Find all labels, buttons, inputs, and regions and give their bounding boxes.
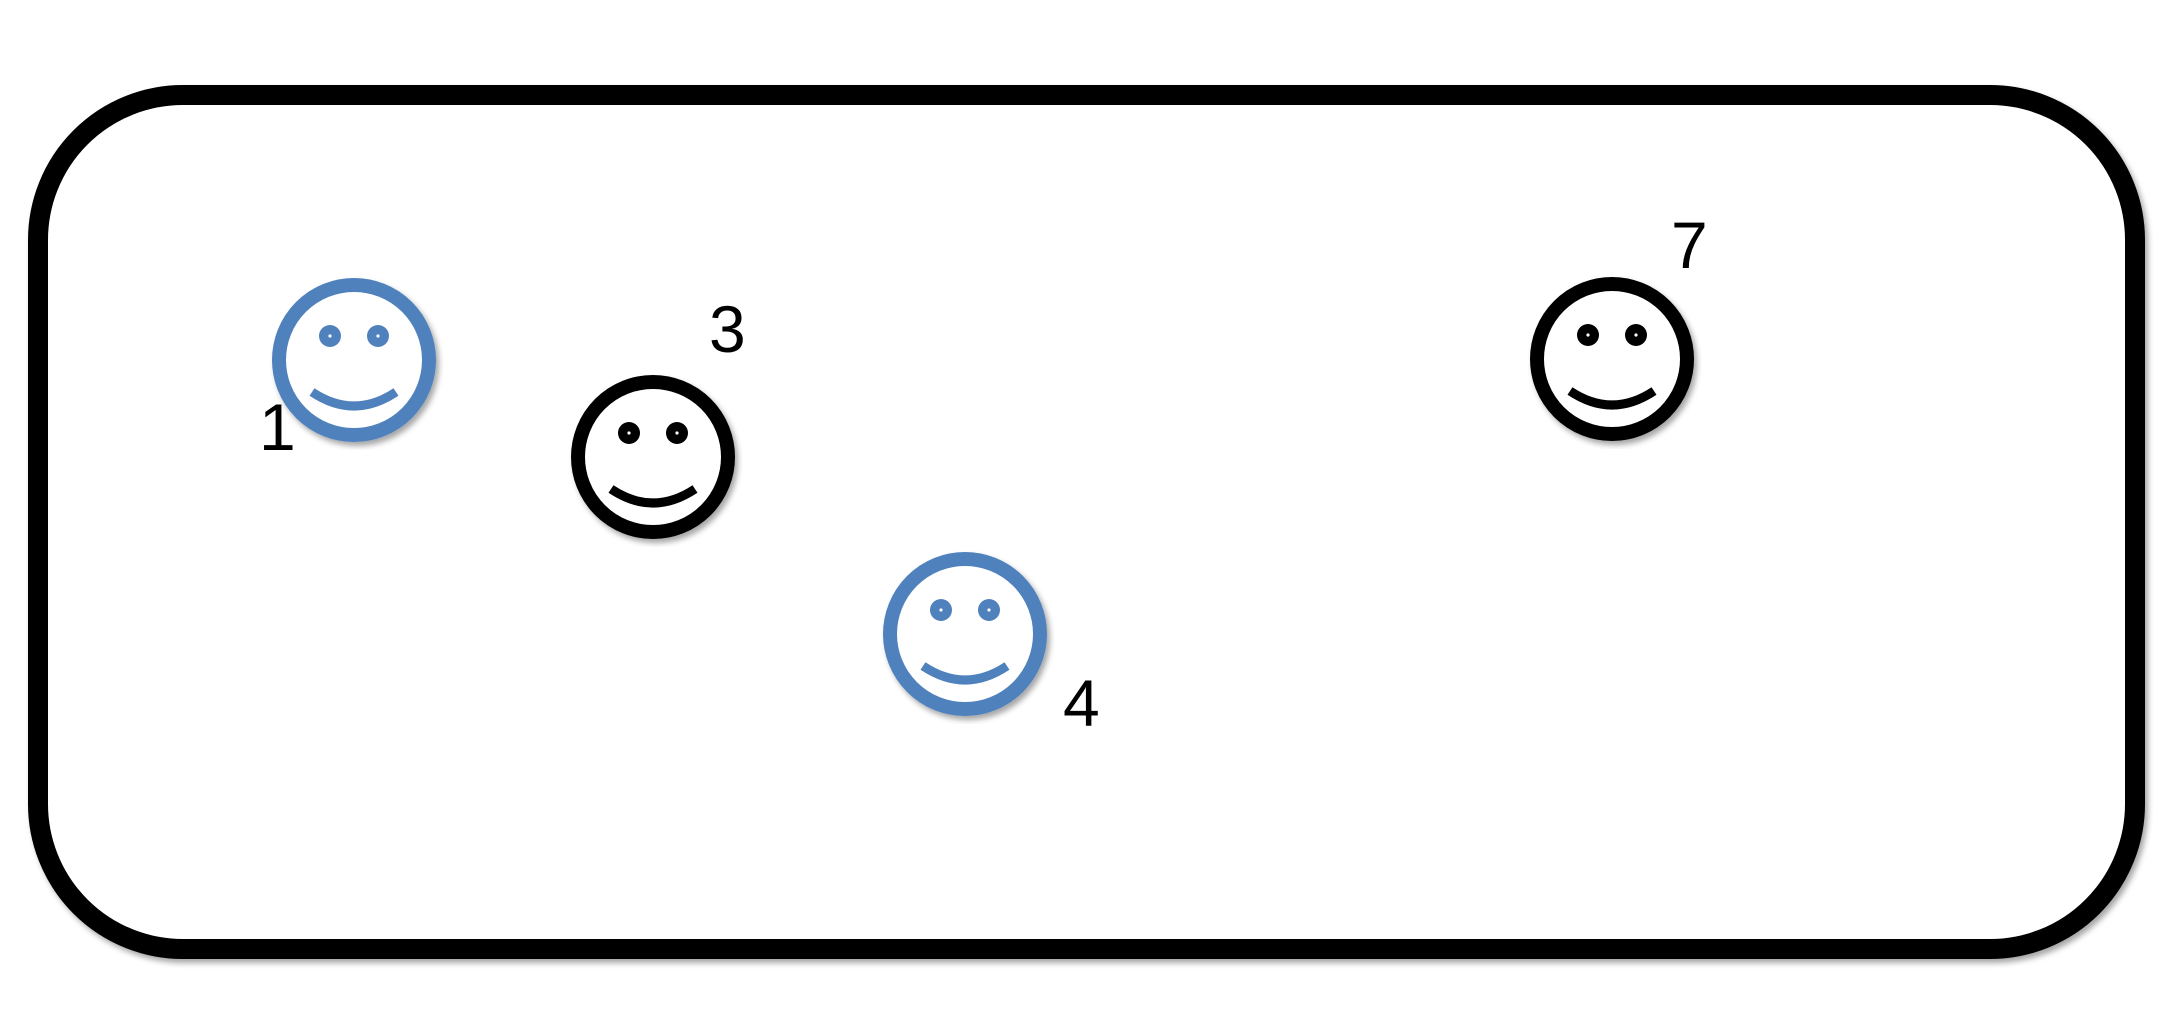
face-label-1: 1 <box>259 390 296 464</box>
smile <box>608 485 698 508</box>
smiley-face-3 <box>571 375 735 539</box>
rounded-frame <box>28 85 2145 959</box>
smile <box>920 662 1010 685</box>
smiley-face-icon <box>272 278 436 442</box>
smiley-face-icon <box>883 552 1047 716</box>
smiley-face-icon <box>1530 277 1694 441</box>
smiley-face-icon <box>571 375 735 539</box>
smiley-face-4 <box>883 552 1047 716</box>
smiley-face-7 <box>1530 277 1694 441</box>
smile <box>1567 387 1657 410</box>
face-label-7: 7 <box>1671 208 1708 282</box>
smiley-face-1 <box>272 278 436 442</box>
face-label-4: 4 <box>1063 666 1100 740</box>
face-label-3: 3 <box>709 292 746 366</box>
smile <box>309 388 399 411</box>
